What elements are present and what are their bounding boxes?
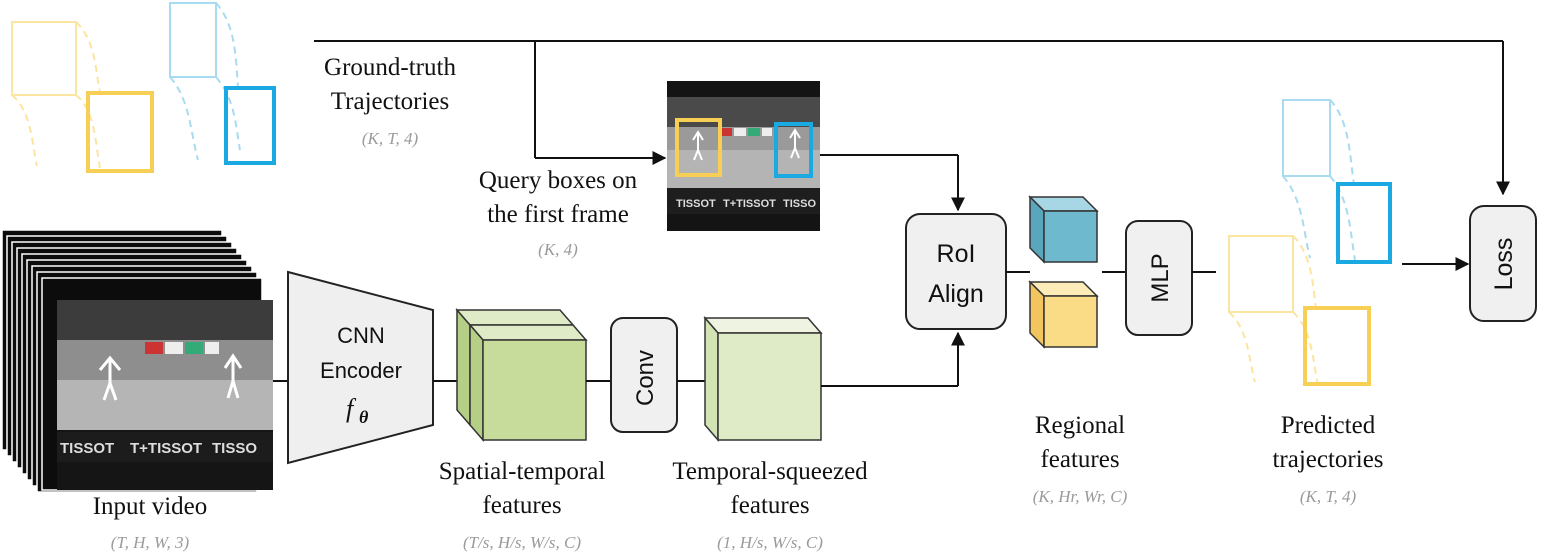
svg-text:TISSO: TISSO xyxy=(212,440,257,457)
regional-blue-cube xyxy=(1028,195,1099,264)
svg-text:T+TISSOT: T+TISSOT xyxy=(130,440,202,457)
predicted-label: Predicted trajectories xyxy=(1238,409,1418,477)
svg-text:Loss: Loss xyxy=(1490,238,1518,291)
gt-label-line1: Ground-truth xyxy=(324,54,456,81)
temporal-squeezed-features-block xyxy=(703,315,823,443)
gt-connector xyxy=(314,40,1510,196)
query-to-roi-connector xyxy=(820,154,965,212)
spatial-temporal-features-block xyxy=(455,307,588,443)
svg-text:RoI: RoI xyxy=(937,240,976,268)
gt-dims: (K, T, 4) xyxy=(361,129,419,148)
query-label: Query boxes on the first frame xyxy=(448,164,668,232)
regional-label: Regional features xyxy=(990,409,1170,477)
gt-yellow-box xyxy=(86,91,154,173)
pred-blue-box xyxy=(1336,182,1392,264)
temporal-squeezed-label: Temporal-squeezed features xyxy=(640,455,900,523)
mlp-node: MLP xyxy=(1125,220,1193,336)
gt-blue-box xyxy=(224,86,276,165)
loss-node: Loss xyxy=(1469,205,1537,322)
ground-truth-trajectories-icon xyxy=(11,2,276,173)
temporal-squeezed-dims: (1, H/s, W/s, C) xyxy=(717,533,823,552)
svg-text:f: f xyxy=(346,394,357,423)
regional-label-line1: Regional xyxy=(1034,412,1126,439)
pred-yellow-box xyxy=(1303,306,1371,386)
svg-text:CNN: CNN xyxy=(337,323,385,348)
gt-label: Ground-truth Trajectories xyxy=(300,51,480,119)
svg-text:Align: Align xyxy=(928,280,984,308)
gt-label-line2: Trajectories xyxy=(330,88,450,115)
svg-text:TISSOT: TISSOT xyxy=(60,440,114,457)
input-video-dims: (T, H, W, 3) xyxy=(110,533,190,552)
query-blue-box xyxy=(774,122,813,178)
roi-align-node: RoI Align xyxy=(905,213,1007,330)
pred-label-line2: trajectories xyxy=(1272,446,1384,473)
regional-yellow-cube xyxy=(1028,280,1099,349)
pred-label-line1: Predicted xyxy=(1280,412,1376,439)
predicted-trajectories-icon xyxy=(1228,99,1392,386)
svg-text:TISSO: TISSO xyxy=(783,198,816,210)
ts-label-line2: features xyxy=(730,492,810,519)
regional-dims: (K, Hr, Wr, C) xyxy=(1032,487,1128,506)
conv-node: Conv xyxy=(610,317,678,433)
input-video-label: Input video xyxy=(92,493,208,520)
spatial-temporal-dims: (T/s, H/s, W/s, C) xyxy=(462,533,582,552)
input-video-stack: TISSOT T+TISSOT TISSO xyxy=(1,229,273,493)
svg-text:MLP: MLP xyxy=(1147,253,1174,302)
cnn-encoder-node: CNN Encoder f θ xyxy=(287,270,434,465)
svg-text:Conv: Conv xyxy=(632,350,659,406)
query-dims: (K, 4) xyxy=(538,240,578,259)
spatial-temporal-label: Spatial-temporal features xyxy=(412,455,632,523)
ts-label-line1: Temporal-squeezed xyxy=(672,458,868,485)
query-frame-image: TISSOT T+TISSOT TISSO xyxy=(667,81,820,231)
st-label-line1: Spatial-temporal xyxy=(438,458,606,485)
svg-text:Encoder: Encoder xyxy=(320,358,402,383)
query-label-line2: the first frame xyxy=(487,201,629,228)
regional-label-line2: features xyxy=(1040,446,1120,473)
predicted-dims: (K, T, 4) xyxy=(1299,487,1357,506)
svg-text:T+TISSOT: T+TISSOT xyxy=(723,198,776,210)
svg-text:TISSOT: TISSOT xyxy=(676,198,716,210)
svg-text:θ: θ xyxy=(359,407,369,427)
st-label-line2: features xyxy=(482,492,562,519)
query-yellow-box xyxy=(675,118,722,177)
query-label-line1: Query boxes on xyxy=(478,167,638,194)
